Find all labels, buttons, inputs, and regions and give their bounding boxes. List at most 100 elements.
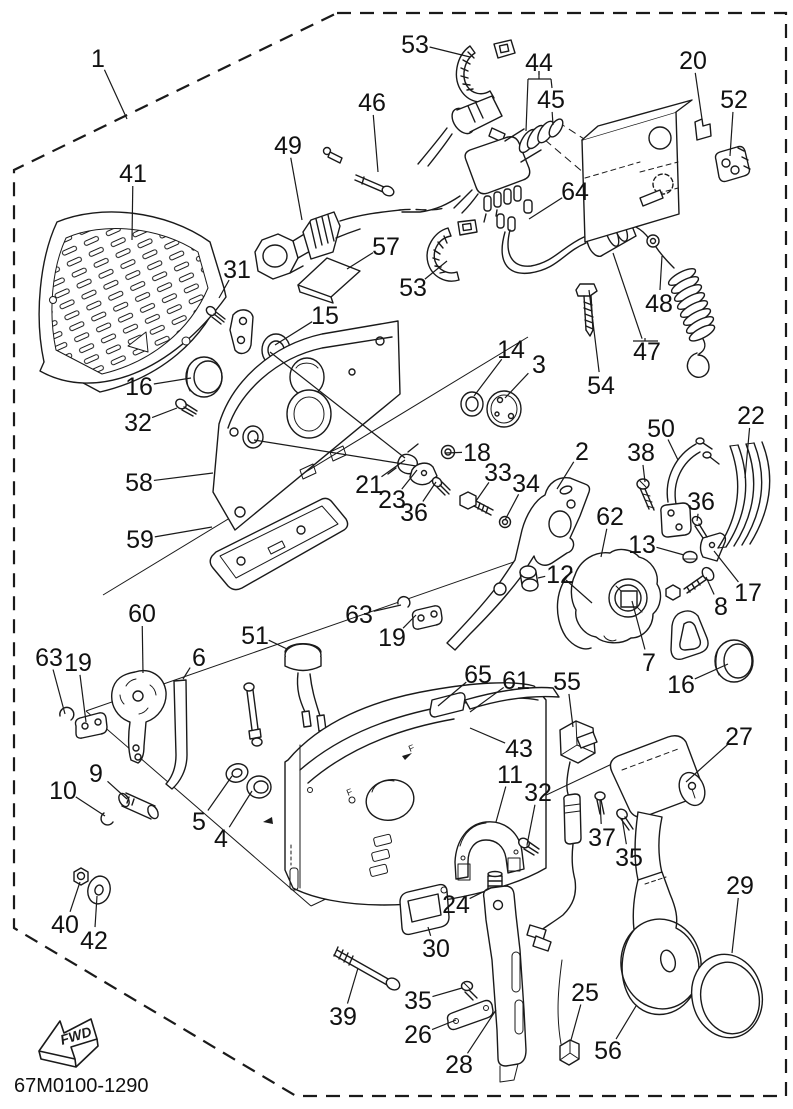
callout-41: 41 <box>119 160 147 188</box>
diagram-dashed-border <box>12 11 788 1098</box>
part-48-lanyard <box>655 246 716 378</box>
part-9-pin <box>118 792 159 820</box>
part-50-friction <box>660 437 720 538</box>
callout-54: 54 <box>587 372 615 400</box>
callout-16: 16 <box>667 671 695 699</box>
leader-line-36 <box>696 513 699 522</box>
part-60-lever <box>111 670 167 764</box>
part-19-link-mid <box>411 605 443 630</box>
leader-line-21 <box>381 459 406 478</box>
part-4-seal <box>246 775 272 799</box>
leader-line-24 <box>469 887 492 900</box>
part-grommet-triangle <box>670 610 709 660</box>
part-44-main-switch <box>401 118 564 214</box>
part-19-link-left <box>74 712 108 739</box>
callout-46: 46 <box>358 89 386 117</box>
leader-line-62 <box>600 528 608 558</box>
part-32-screw-left <box>175 398 198 417</box>
leader-line-6 <box>182 667 191 680</box>
callout-64: 64 <box>561 178 589 206</box>
leader-line-52 <box>729 111 734 157</box>
part-56-lever <box>620 871 702 1016</box>
leader-line-30 <box>427 926 432 937</box>
callout-layer: 1414649573153444520526453484754143151632… <box>35 31 765 1079</box>
part-53-clamp-lower <box>426 219 478 282</box>
callout-60: 60 <box>128 600 156 628</box>
leader-line-18 <box>444 451 463 454</box>
part-18-nut <box>440 444 456 460</box>
leader-line-16 <box>694 663 729 680</box>
callout-36: 36 <box>400 499 428 527</box>
part-27-handle <box>609 735 706 881</box>
leader-line-63 <box>373 604 402 612</box>
part-59-tray <box>209 497 349 591</box>
leader-line-64 <box>528 197 563 220</box>
leader-line-35 <box>432 987 463 998</box>
callout-34: 34 <box>512 470 540 498</box>
leader-line-5 <box>207 775 233 811</box>
leader-line-39 <box>346 967 359 1004</box>
part-22-leaf-springs <box>717 441 771 549</box>
part-6-link <box>165 679 263 790</box>
leader-line-7 <box>631 600 646 650</box>
callout-32: 32 <box>124 409 152 437</box>
leader-line-19 <box>79 674 87 723</box>
callout-51: 51 <box>241 622 269 650</box>
callout-12: 12 <box>546 561 574 589</box>
part-26-plate <box>446 999 494 1031</box>
leader-line-2 <box>556 461 575 490</box>
callout-39: 39 <box>329 1003 357 1031</box>
leader-line-12 <box>537 575 546 579</box>
leader-line-47 <box>612 252 643 339</box>
part-31-screw <box>205 305 226 325</box>
callout-40: 40 <box>51 911 79 939</box>
leader-line-36 <box>422 481 437 502</box>
leader-line-28 <box>466 1009 497 1054</box>
callout-8: 8 <box>714 593 728 621</box>
callout-53: 53 <box>401 31 429 59</box>
part-7-nut <box>665 584 681 601</box>
part-mount-bracket <box>581 99 693 243</box>
part-8-screw <box>683 566 715 594</box>
part-2-lever <box>446 476 591 651</box>
callout-10: 10 <box>49 777 77 805</box>
part-62-drum <box>556 548 662 650</box>
leader-line <box>269 351 406 459</box>
leader-line-33 <box>475 482 490 502</box>
part-30-clamp <box>399 883 450 936</box>
callout-52: 52 <box>720 86 748 114</box>
part-17-grommet <box>699 532 727 562</box>
callout-47: 47 <box>633 338 661 366</box>
fwd-arrow: FWD <box>38 1018 99 1068</box>
leader-line-25 <box>570 1004 582 1041</box>
part-53-clamp-upper <box>455 39 516 103</box>
leader-line-60 <box>141 625 144 674</box>
part-14-washer <box>460 391 484 417</box>
leader-line-20 <box>694 72 703 120</box>
leader-line <box>253 439 417 467</box>
callout-4: 4 <box>214 825 228 853</box>
callout-31: 31 <box>223 256 251 284</box>
callout-25: 25 <box>571 979 599 1007</box>
leader-line-29 <box>731 897 739 954</box>
callout-28: 28 <box>445 1051 473 1079</box>
leader-line-51 <box>268 639 288 650</box>
callout-7: 7 <box>642 649 656 677</box>
part-34-washer <box>498 515 512 529</box>
leader-line <box>550 78 553 89</box>
leader-line-10 <box>75 796 106 817</box>
part-35-screw-bottom <box>460 980 478 1001</box>
part-64-terminals <box>483 185 533 232</box>
part-3-cap <box>486 390 522 428</box>
callout-44: 44 <box>525 49 553 77</box>
part-49-cable-knob <box>254 207 445 280</box>
callout-27: 27 <box>725 723 753 751</box>
part-42-washer <box>87 875 111 905</box>
callout-21: 21 <box>355 471 383 499</box>
callout-6: 6 <box>192 644 206 672</box>
callout-5: 5 <box>192 808 206 836</box>
leader-line-45 <box>551 111 554 126</box>
callout-1: 1 <box>91 45 105 73</box>
